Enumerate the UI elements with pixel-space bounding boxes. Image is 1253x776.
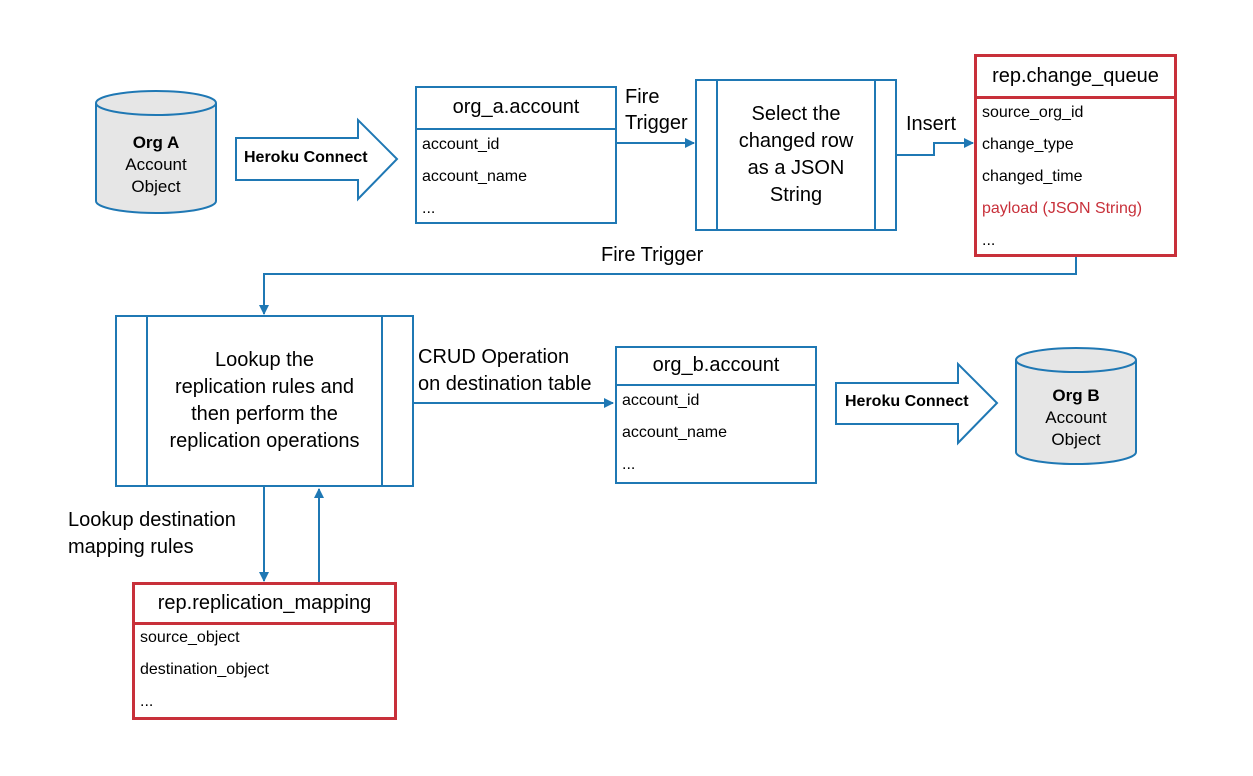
lookup-replication-process: Lookup the replication rules and then pe… [115, 315, 414, 487]
lookup-line-1: replication rules and [175, 376, 354, 398]
replication-mapping-header: rep.replication_mapping [135, 585, 394, 625]
org-b-account-row-1: account_name [622, 424, 727, 441]
heroku-connect-label-2: Heroku Connect [845, 393, 969, 410]
replication-mapping-row-2: ... [140, 693, 154, 710]
org-a-title: Org A [132, 133, 180, 152]
org-b-account-row-0: account_id [622, 392, 700, 409]
process-bar-left [146, 317, 148, 485]
crud-line1: CRUD Operation [418, 346, 570, 368]
org-a-line2: Object [131, 177, 181, 197]
org-a-label: Org A Account Object [96, 132, 216, 198]
crud-label: CRUD Operation on destination table [418, 344, 591, 398]
org-a-account-row-2: ... [422, 200, 436, 217]
org-a-account-table: org_a.account account_id account_name ..… [415, 86, 617, 224]
org-a-cylinder [95, 90, 217, 214]
process-bar-right [381, 317, 383, 485]
fire-trigger-1-line1: Fire [625, 86, 660, 108]
replication-mapping-row-0: source_object [140, 629, 240, 646]
org-a-account-row-0: account_id [422, 136, 500, 153]
fire-trigger-label-2: Fire Trigger [601, 244, 704, 266]
fire-trigger-arrow-2 [259, 256, 1077, 315]
select-line-2: as a JSON [747, 157, 845, 179]
org-b-line1: Account [1045, 408, 1107, 428]
change-queue-table: rep.change_queue source_org_id change_ty… [974, 54, 1177, 257]
lookup-mapping-line1: Lookup destination [68, 509, 236, 531]
lookup-mapping-label: Lookup destination mapping rules [68, 507, 236, 561]
change-queue-row-1: change_type [982, 136, 1074, 153]
change-queue-row-0: source_org_id [982, 104, 1084, 121]
heroku-connect-label-1: Heroku Connect [244, 149, 368, 166]
change-queue-row-2: changed_time [982, 168, 1083, 185]
org-a-account-header: org_a.account [417, 88, 615, 130]
org-b-title: Org B [1052, 386, 1100, 405]
insert-label: Insert [906, 113, 957, 135]
lookup-line-3: replication operations [169, 430, 360, 452]
org-b-line2: Object [1051, 430, 1101, 450]
crud-line2: on destination table [418, 373, 592, 395]
process-bar-right [874, 81, 876, 229]
select-line-0: Select the [751, 103, 841, 125]
org-a-account-row-1: account_name [422, 168, 527, 185]
select-line-1: changed row [738, 130, 854, 152]
lookup-line-0: Lookup the [215, 349, 314, 371]
org-b-account-header: org_b.account [617, 348, 815, 386]
lookup-process-text: Lookup the replication rules and then pe… [117, 347, 412, 455]
change-queue-row-3: payload (JSON String) [982, 200, 1143, 217]
heroku-connect-arrow-1 [235, 117, 399, 202]
org-a-line1: Account [125, 155, 187, 175]
heroku-connect-arrow-2 [835, 361, 999, 446]
fire-trigger-label-1: Fire Trigger [625, 84, 688, 136]
change-queue-header: rep.change_queue [977, 57, 1174, 99]
process-bar-left [716, 81, 718, 229]
select-line-3: String [769, 184, 823, 206]
replication-mapping-table: rep.replication_mapping source_object de… [132, 582, 397, 720]
org-b-account-row-2: ... [622, 456, 636, 473]
change-queue-row-4: ... [982, 232, 996, 249]
select-json-process: Select the changed row as a JSON String [695, 79, 897, 231]
select-process-text: Select the changed row as a JSON String [697, 101, 895, 209]
org-b-label: Org B Account Object [1016, 385, 1136, 451]
fire-trigger-1-line2: Trigger [625, 112, 688, 134]
insert-arrow [897, 138, 974, 156]
lookup-mapping-line2: mapping rules [68, 536, 194, 558]
org-b-cylinder [1015, 347, 1137, 465]
lookup-line-2: then perform the [191, 403, 338, 425]
org-b-account-table: org_b.account account_id account_name ..… [615, 346, 817, 484]
replication-mapping-row-1: destination_object [140, 661, 269, 678]
